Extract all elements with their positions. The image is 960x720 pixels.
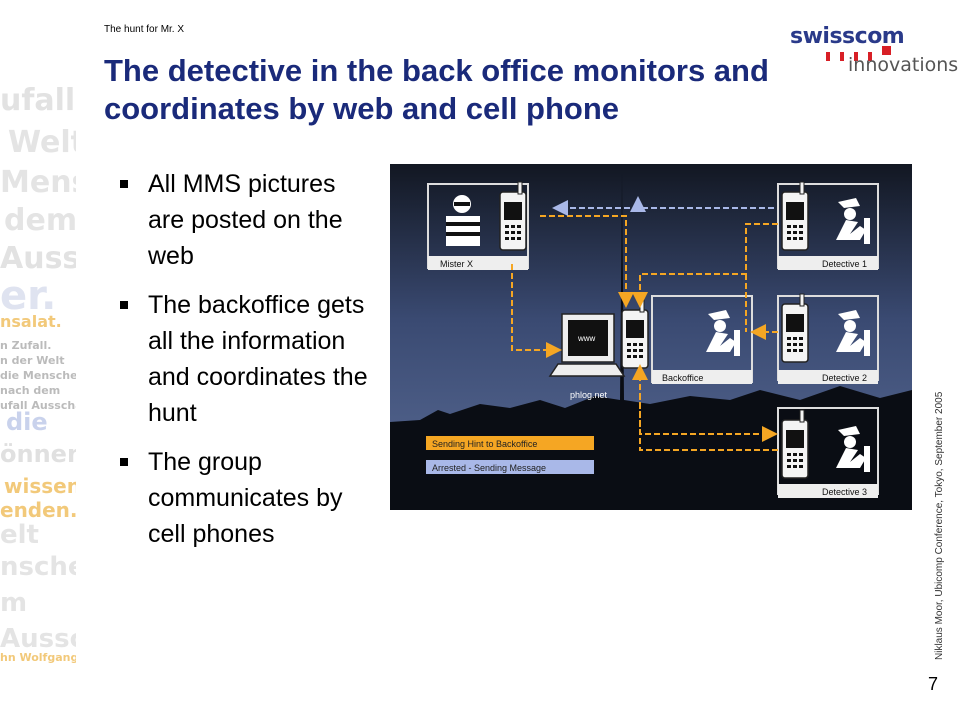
swisscom-logo: swisscom innovations (790, 24, 958, 80)
deco-line: er. (0, 273, 57, 319)
backoffice-label: Backoffice (662, 373, 703, 383)
deco-line: m (0, 588, 28, 618)
legend-hint: Sending Hint to Backoffice (432, 439, 537, 449)
bullet-square-icon (120, 301, 128, 309)
page-number: 7 (928, 674, 939, 694)
deco-line: Ausscha (0, 624, 76, 654)
bullet-text: All MMS pictures are posted on the web (148, 170, 343, 270)
deco-line: nsalat. (0, 312, 62, 331)
author-credit: Niklaus Moor, Ubicomp Conference, Tokyo,… (934, 391, 945, 660)
bullet-list: All MMS pictures are posted on the web T… (118, 166, 368, 565)
deco-line: wissen (4, 474, 76, 498)
deco-line: Aussc (0, 241, 76, 276)
communication-diagram: Mister X Detective 1 Detective 2 Detecti… (390, 164, 912, 510)
deco-line: dem (4, 203, 76, 238)
bullet-square-icon (120, 458, 128, 466)
detective-1-node: Detective 1 (777, 181, 879, 270)
legend-arrested: Arrested - Sending Message (432, 463, 546, 473)
diagram-legend: Sending Hint to Backoffice Arrested - Se… (426, 436, 594, 474)
bullet-square-icon (120, 180, 128, 188)
logo-bars (826, 52, 886, 62)
detective-3-label: Detective 3 (822, 487, 867, 497)
detective-1-label: Detective 1 (822, 259, 867, 269)
detective-3-node: Detective 3 (777, 407, 879, 498)
arrested-arrows (552, 196, 774, 216)
logo-square (882, 46, 891, 55)
deco-line: die (6, 408, 48, 436)
deco-line: Welt (8, 125, 76, 160)
detective-2-node: Detective 2 (777, 293, 879, 384)
deco-line: önnen (0, 440, 76, 468)
deco-line: enden. (0, 498, 76, 522)
logo-brand: swisscom (790, 24, 905, 49)
bullet-text: The group communicates by cell phones (148, 448, 343, 548)
list-item: The backoffice gets all the information … (118, 287, 368, 431)
slide-kicker: The hunt for Mr. X (104, 24, 185, 35)
web-address-label: phlog.net (570, 390, 608, 400)
decorative-text-column: ufall. Welt Mensc dem Aussc er. nsalat. … (0, 0, 76, 720)
deco-line: elt (0, 520, 39, 550)
hint-arrows (511, 215, 778, 451)
list-item: All MMS pictures are posted on the web (118, 166, 368, 274)
bullet-text: The backoffice gets all the information … (148, 291, 368, 427)
deco-line: n Zufall. (0, 339, 52, 352)
web-screen-label: www (577, 334, 596, 343)
deco-line: ufall Ausscha (0, 399, 76, 412)
deco-line: hn Wolfgang (0, 651, 76, 664)
logo-sub: innovations (848, 54, 959, 76)
detective-2-label: Detective 2 (822, 373, 867, 383)
slide-title: The detective in the back office monitor… (104, 53, 769, 126)
mister-x-label: Mister X (440, 259, 473, 269)
deco-line: nsche (0, 552, 76, 582)
decorative-top-box (0, 0, 76, 66)
mister-x-node: Mister X (427, 181, 529, 270)
deco-line: n der Welt (0, 354, 65, 367)
deco-line: Mensc (0, 165, 76, 200)
deco-line: ufall. (0, 83, 76, 118)
deco-line: nach dem (0, 384, 61, 397)
list-item: The group communicates by cell phones (118, 444, 368, 552)
web-laptop-node: www phlog.net (548, 313, 626, 400)
